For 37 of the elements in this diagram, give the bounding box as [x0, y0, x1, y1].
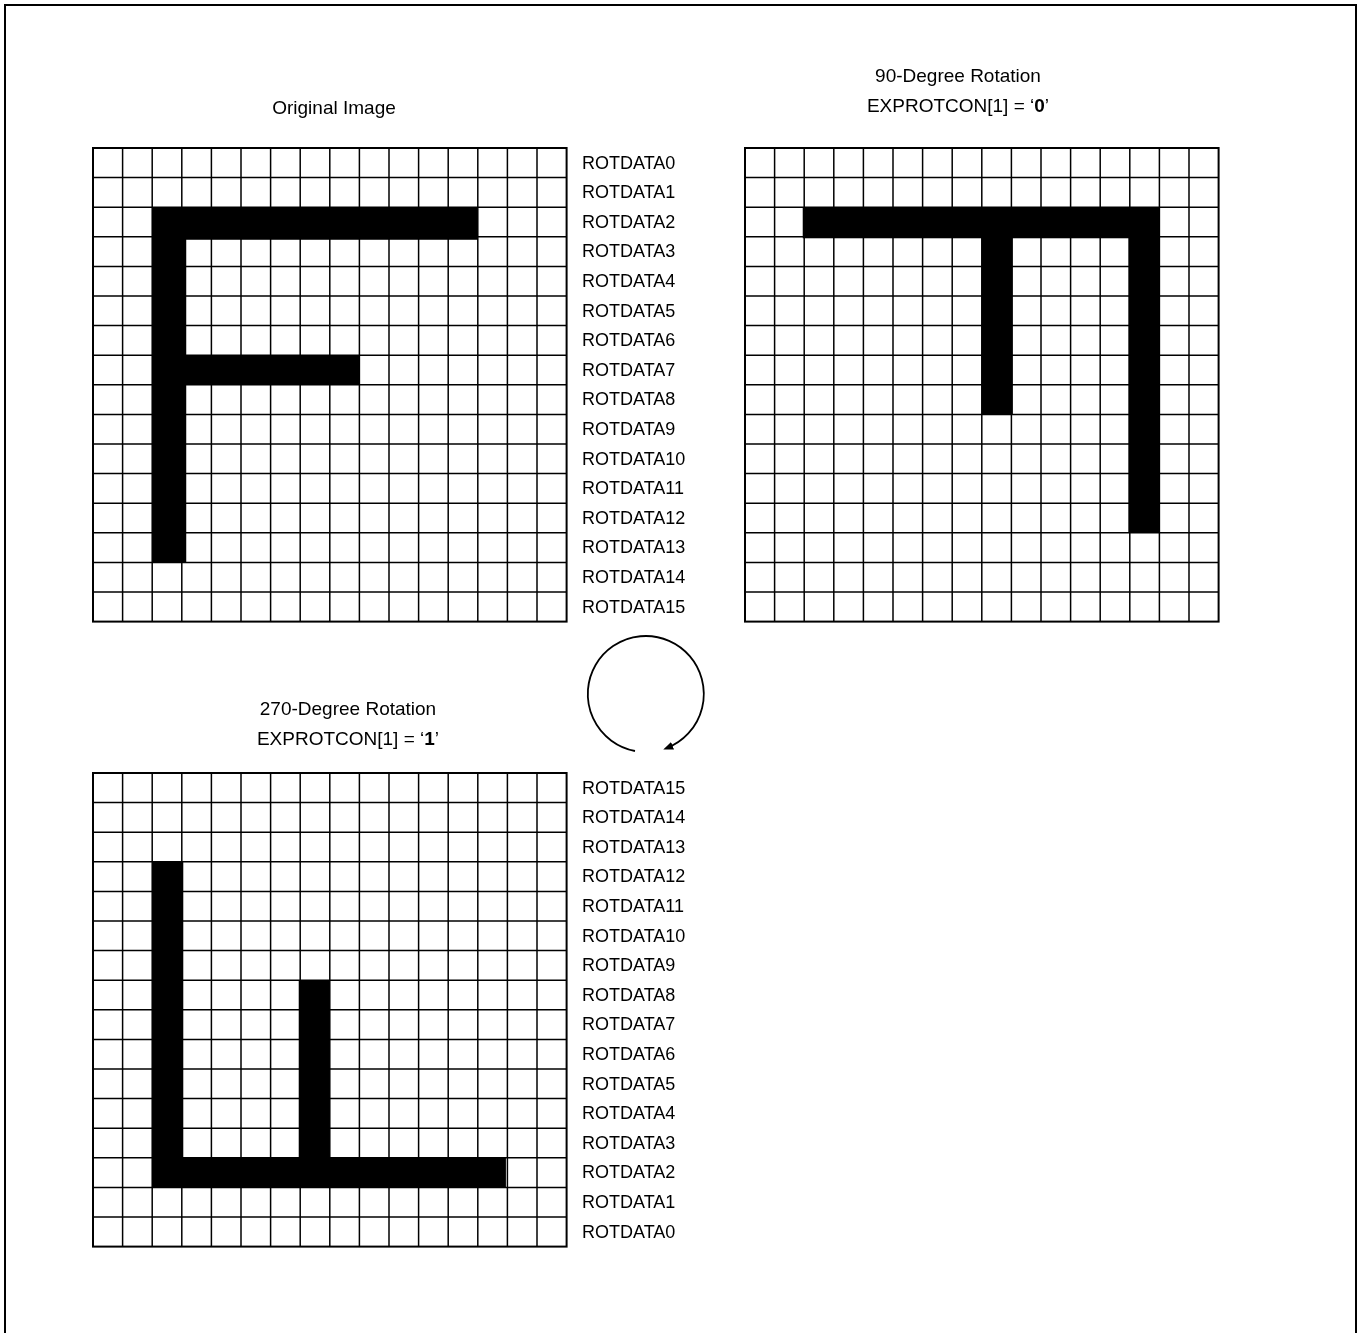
row-data-label: ROTDATA4 — [582, 1102, 676, 1125]
row-data-label: ROTDATA3 — [582, 240, 676, 263]
row-data-label: ROTDATA1 — [582, 1190, 676, 1213]
row-data-label: ROTDATA15 — [582, 776, 686, 799]
panel-title: EXPROTCON[1] = ‘0’ — [866, 94, 1050, 118]
row-data-label: ROTDATA3 — [582, 1131, 676, 1154]
row-data-label: ROTDATA5 — [582, 299, 676, 322]
row-data-label: ROTDATA8 — [582, 388, 676, 411]
row-data-label: ROTDATA11 — [582, 894, 684, 917]
row-data-label: ROTDATA4 — [582, 269, 676, 292]
row-data-label: ROTDATA7 — [582, 358, 676, 381]
row-data-label: ROTDATA13 — [582, 835, 686, 858]
panel-title: EXPROTCON[1] = ‘1’ — [256, 727, 440, 751]
row-data-label: ROTDATA5 — [582, 1072, 676, 1095]
row-data-label: ROTDATA7 — [582, 1013, 676, 1036]
row-data-label: ROTDATA9 — [582, 417, 676, 440]
row-data-label: ROTDATA10 — [582, 924, 686, 947]
row-data-label: ROTDATA2 — [582, 210, 676, 233]
row-data-label: ROTDATA14 — [582, 565, 686, 588]
row-data-label: ROTDATA2 — [582, 1161, 676, 1184]
row-data-label: ROTDATA6 — [582, 1042, 676, 1065]
row-data-label: ROTDATA10 — [582, 447, 686, 470]
row-data-label: ROTDATA8 — [582, 983, 676, 1006]
row-data-label: ROTDATA12 — [582, 506, 686, 529]
row-data-label: ROTDATA11 — [582, 477, 684, 500]
panel-title: 270-Degree Rotation — [259, 697, 437, 721]
row-data-label: ROTDATA15 — [582, 595, 686, 618]
row-data-label: ROTDATA13 — [582, 536, 686, 559]
panel-title: 90-Degree Rotation — [875, 64, 1041, 88]
row-data-label: ROTDATA14 — [582, 806, 686, 829]
row-data-label: ROTDATA6 — [582, 329, 676, 352]
row-data-label: ROTDATA12 — [582, 865, 686, 888]
panel-title: Original Image — [272, 96, 396, 120]
row-data-label: ROTDATA1 — [582, 181, 676, 204]
row-data-label: ROTDATA0 — [582, 1220, 676, 1243]
row-data-label: ROTDATA9 — [582, 954, 676, 977]
row-data-label: ROTDATA0 — [582, 151, 676, 174]
